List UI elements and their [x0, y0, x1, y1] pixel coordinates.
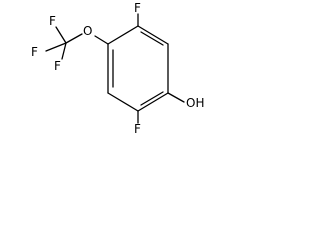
structure-diagram: F F O F F F OH [31, 1, 204, 136]
atom-f-bottom: F [134, 122, 141, 136]
atom-oxygen: O [83, 24, 92, 38]
atom-f-cf3-c: F [54, 59, 61, 73]
ring-bond-1 [137, 25, 169, 45]
bond-cf3-to-f-b [45, 42, 67, 52]
ring-bond-3 [137, 92, 169, 112]
atom-labels: F F O F F F OH [31, 1, 204, 136]
atom-f-cf3-b: F [31, 45, 38, 59]
bond-cf3-to-f-a [55, 26, 67, 44]
ring-double-bond-1 [140, 31, 164, 46]
ring-bond-4 [107, 92, 139, 112]
substituent-bonds [45, 13, 185, 124]
atom-f-cf3-a: F [49, 14, 56, 28]
atom-hydroxyl: OH [186, 96, 204, 110]
benzene-ring [107, 25, 169, 112]
atom-f-top: F [134, 1, 141, 15]
bond-ring-to-oxygen [94, 35, 109, 45]
ring-double-bond-2 [140, 91, 164, 106]
ring-bond-6 [107, 25, 139, 45]
bond-to-hydroxyl [167, 92, 185, 103]
bond-cf3-to-f-c [61, 42, 67, 60]
bond-oxygen-to-cf3 [65, 33, 83, 44]
